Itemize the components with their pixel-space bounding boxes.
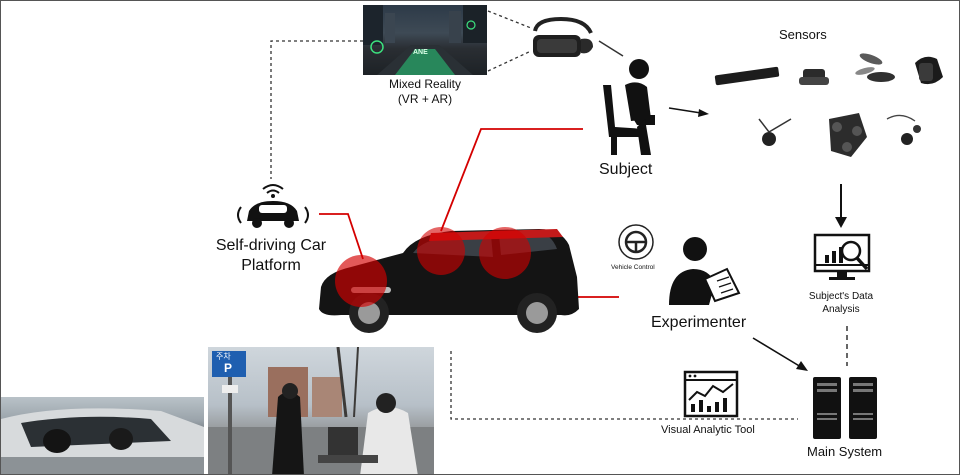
main-system-label: Main System <box>807 444 883 459</box>
sensors-label: Sensors <box>779 27 827 42</box>
red-link-car-subject <box>440 128 583 232</box>
arrow-head-sensors-analysis <box>835 217 847 228</box>
self-driving-label: Self-driving Car Platform <box>201 236 341 276</box>
car-image <box>319 227 579 333</box>
main-system-servers-icon <box>813 377 877 439</box>
experimenter-label: Experimenter <box>651 314 747 331</box>
dashed-link-mr-headset-2 <box>487 50 532 72</box>
data-analysis-label-line2: Analysis <box>822 304 860 315</box>
experimenter-icon <box>669 237 741 305</box>
self-driving-label-line2: Platform <box>241 257 301 274</box>
mixed-reality-label-line2: (VR + AR) <box>397 92 453 106</box>
red-highlight-windshield <box>417 227 465 275</box>
mixed-reality-label: Mixed Reality (VR + AR) <box>373 77 477 107</box>
vr-headset-icon <box>533 16 593 57</box>
dashed-link-mr-headset <box>487 10 532 29</box>
photo-car-interior <box>1 397 204 474</box>
mixed-reality-label-line1: Mixed Reality <box>388 77 462 91</box>
steering-wheel-icon <box>618 224 654 260</box>
self-driving-car-icon <box>237 184 309 228</box>
data-analysis-label: Subject's Data Analysis <box>791 290 891 316</box>
parking-sign-korean: 주차 <box>216 352 231 361</box>
sensors-icons <box>714 53 943 157</box>
red-highlight-side <box>479 227 531 279</box>
road-display-text: ANE <box>413 49 428 56</box>
mixed-reality-image: ANE <box>363 5 487 75</box>
subject-seated-person-icon <box>603 59 655 155</box>
vehicle-control-label: Vehicle Control <box>611 264 655 271</box>
link-headset-subject <box>598 40 624 57</box>
data-analysis-monitor-icon <box>813 233 871 280</box>
road-scene-graphic <box>363 5 487 75</box>
red-link-selfdriving-car <box>319 213 364 260</box>
arrow-head-experimenter-main <box>796 361 808 371</box>
arrow-head-subject-sensors <box>698 109 709 117</box>
visual-analytic-tool-icon <box>683 370 739 418</box>
car-interior-graphic <box>1 408 204 474</box>
subject-label: Subject <box>599 161 653 178</box>
arrow-experimenter-main <box>752 337 802 368</box>
sensor-bar <box>714 66 780 86</box>
dashed-link-photos-main <box>450 351 798 420</box>
photo-experimenters: 주차 P <box>208 347 434 474</box>
arrow-subject-sensors <box>668 107 702 114</box>
parking-sign-text: P <box>224 361 233 375</box>
visual-analytic-tool-label: Visual Analytic Tool <box>661 424 755 436</box>
dashed-link-mr-car <box>270 40 363 179</box>
red-highlight-front <box>335 255 387 307</box>
parking-lot-graphic <box>208 347 434 474</box>
data-analysis-label-line1: Subject's Data <box>808 291 874 302</box>
self-driving-label-line1: Self-driving Car <box>215 237 327 254</box>
